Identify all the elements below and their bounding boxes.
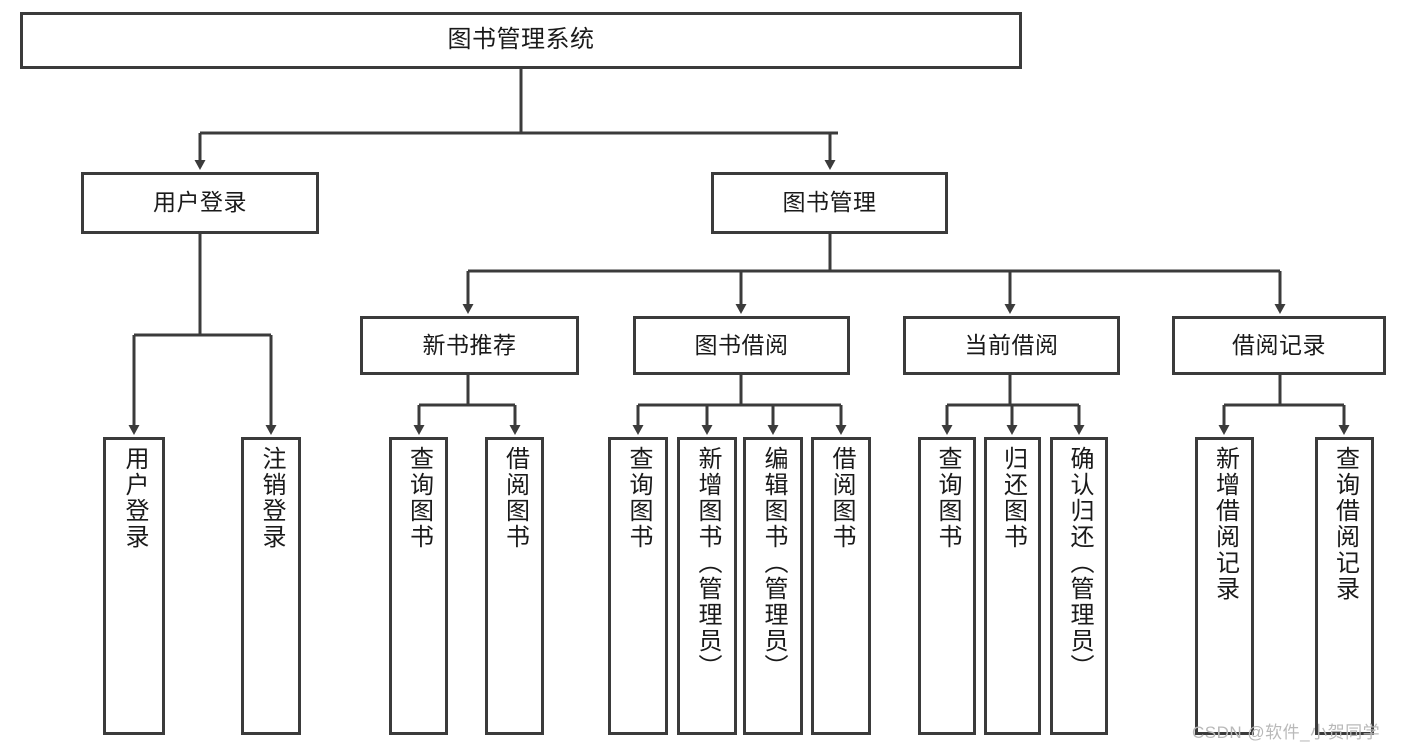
node-leaf-add-record-label: 新增借阅记录	[1211, 446, 1239, 602]
node-borrow-record[interactable]: 借阅记录	[1172, 316, 1386, 375]
node-root-label: 图书管理系统	[447, 26, 595, 54]
node-user-login-label: 用户登录	[153, 189, 247, 216]
node-leaf-user-logout[interactable]: 注销登录	[241, 437, 301, 735]
node-leaf-query-record[interactable]: 查询借阅记录	[1315, 437, 1374, 735]
node-leaf-return-book[interactable]: 归还图书	[984, 437, 1041, 735]
node-leaf-user-logout-label: 注销登录	[258, 446, 285, 550]
node-current-borrow[interactable]: 当前借阅	[903, 316, 1120, 375]
node-leaf-add-book-label: 新增图书（管理员）	[694, 446, 721, 680]
node-leaf-query-book-borrow[interactable]: 查询图书	[608, 437, 668, 735]
node-leaf-confirm-return-label: 确认归还（管理员）	[1066, 446, 1093, 680]
watermark: CSDN @软件_小贺同学	[1192, 723, 1381, 742]
node-leaf-user-login-label: 用户登录	[121, 446, 148, 550]
node-leaf-add-record[interactable]: 新增借阅记录	[1195, 437, 1254, 735]
node-leaf-confirm-return[interactable]: 确认归还（管理员）	[1050, 437, 1108, 735]
node-leaf-query-record-label: 查询借阅记录	[1331, 446, 1359, 602]
node-new-book-recommend[interactable]: 新书推荐	[360, 316, 579, 375]
node-book-manage-label: 图书管理	[782, 189, 877, 216]
node-book-borrow-label: 图书借阅	[694, 331, 789, 358]
node-book-borrow[interactable]: 图书借阅	[633, 316, 850, 375]
node-book-manage[interactable]: 图书管理	[711, 172, 948, 234]
node-leaf-query-book-rec[interactable]: 查询图书	[389, 437, 448, 735]
node-leaf-add-book[interactable]: 新增图书（管理员）	[677, 437, 737, 735]
node-leaf-query-book-borrow-label: 查询图书	[625, 446, 652, 550]
node-leaf-query-book-cur[interactable]: 查询图书	[918, 437, 976, 735]
node-leaf-edit-book[interactable]: 编辑图书（管理员）	[743, 437, 803, 735]
node-leaf-user-login[interactable]: 用户登录	[103, 437, 165, 735]
node-new-book-recommend-label: 新书推荐	[422, 331, 517, 358]
node-user-login[interactable]: 用户登录	[81, 172, 319, 234]
node-leaf-edit-book-label: 编辑图书（管理员）	[760, 446, 787, 680]
node-leaf-borrow-book-label: 借阅图书	[828, 446, 855, 550]
node-leaf-query-book-cur-label: 查询图书	[934, 446, 961, 550]
node-leaf-borrow-book-rec-label: 借阅图书	[501, 446, 529, 550]
node-leaf-return-book-label: 归还图书	[999, 446, 1027, 550]
node-leaf-borrow-book-rec[interactable]: 借阅图书	[485, 437, 544, 735]
node-leaf-query-book-rec-label: 查询图书	[405, 446, 433, 550]
node-borrow-record-label: 借阅记录	[1232, 331, 1326, 358]
node-root[interactable]: 图书管理系统	[20, 12, 1022, 69]
node-leaf-borrow-book[interactable]: 借阅图书	[811, 437, 871, 735]
node-current-borrow-label: 当前借阅	[964, 331, 1059, 358]
